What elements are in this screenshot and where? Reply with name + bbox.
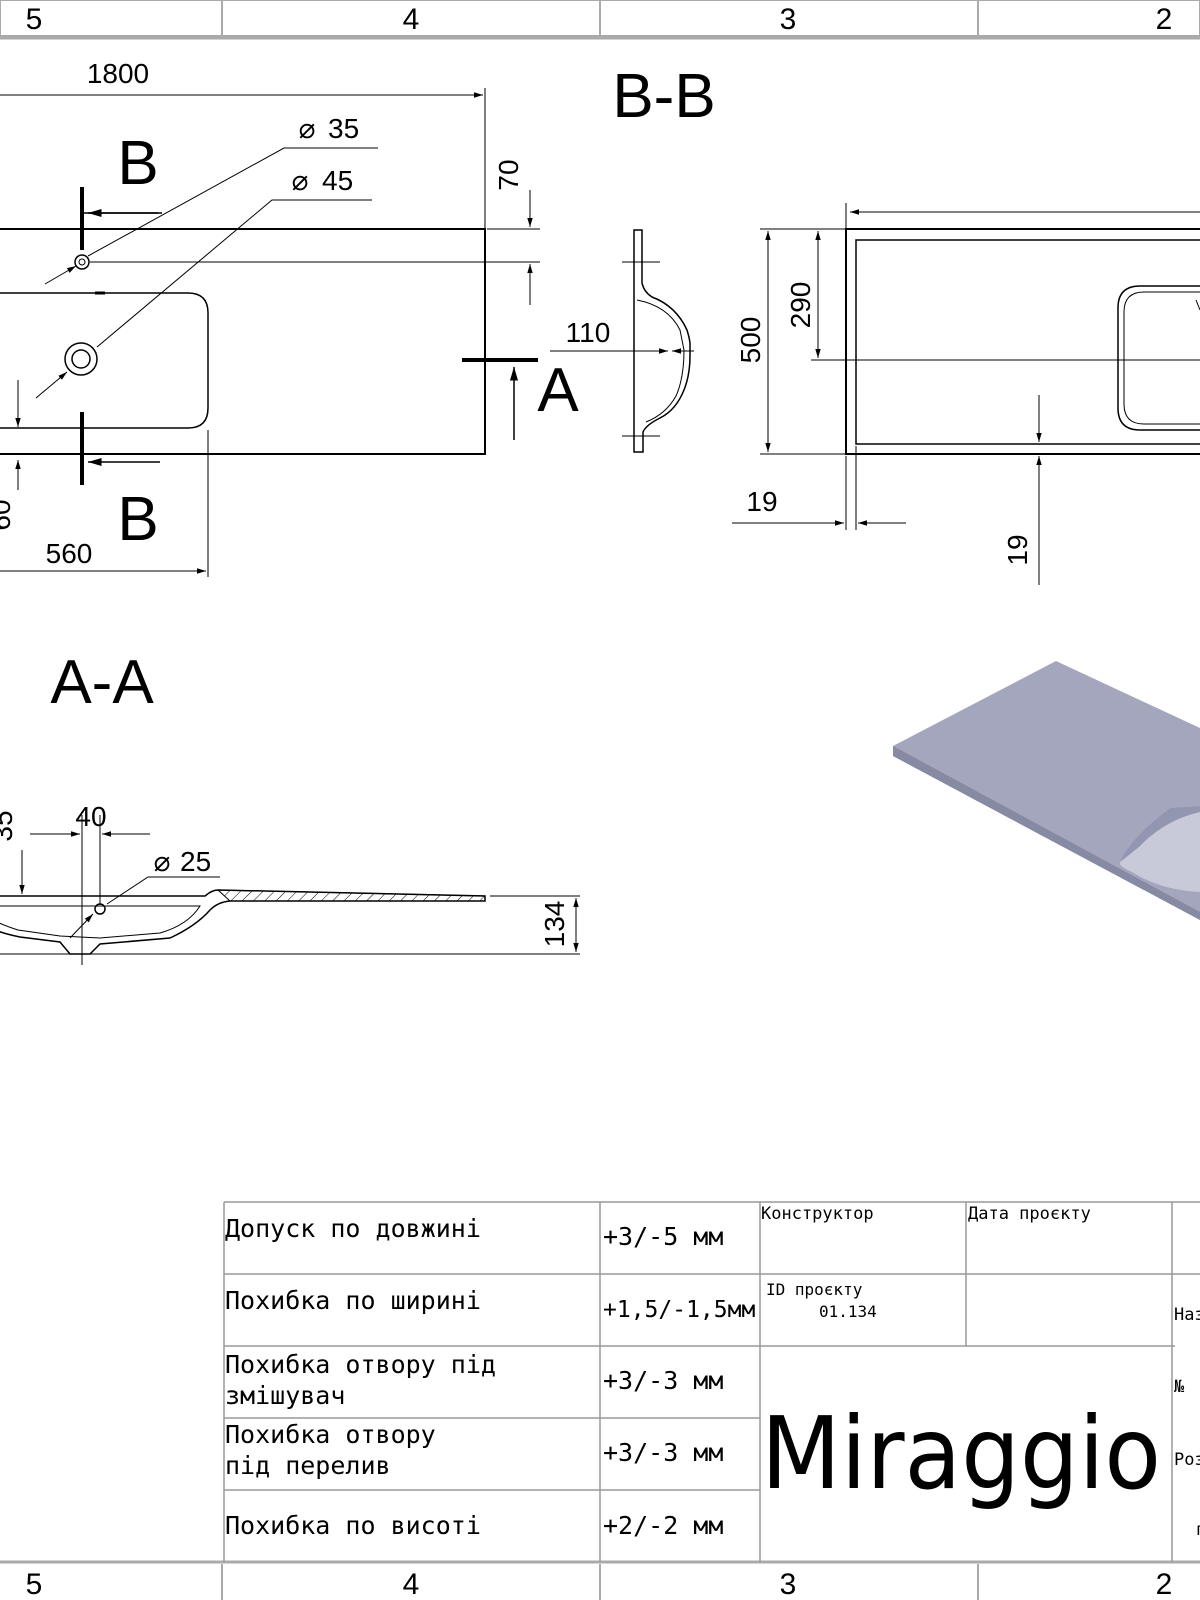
section-mark-a: A bbox=[537, 356, 579, 425]
dimension-110: 110 bbox=[566, 317, 611, 348]
section-bb-view bbox=[732, 203, 1200, 585]
dimension-19-vertical: 19 bbox=[1002, 534, 1033, 565]
zone-number-bottom-5: 5 bbox=[26, 1568, 43, 1600]
dimension-diameter-25: 25 bbox=[180, 846, 211, 877]
title-block-grid bbox=[223, 1201, 1200, 1562]
diameter-symbol-25: ⌀ bbox=[154, 846, 171, 877]
zone-number-top-5: 5 bbox=[26, 3, 43, 36]
tolerance-value-height: +2/-2 мм bbox=[603, 1511, 723, 1540]
tolerance-label-overflow-2: під перелив bbox=[225, 1451, 391, 1480]
zone-number-top-4: 4 bbox=[403, 3, 420, 36]
tolerance-label-mixer-hole-2: змішувач bbox=[225, 1381, 345, 1410]
section-title-aa: A-A bbox=[50, 648, 154, 717]
zone-number-bottom-4: 4 bbox=[403, 1568, 420, 1600]
brand-logo-miraggio: Miraggio bbox=[761, 1395, 1161, 1512]
dimension-40: 40 bbox=[75, 801, 106, 832]
dimension-diameter-35: 35 bbox=[328, 113, 359, 144]
title-name-label-cut: Наз bbox=[1174, 1305, 1200, 1325]
project-id-label: ID проєкту bbox=[766, 1280, 863, 1299]
tolerance-value-length: +3/-5 мм bbox=[603, 1222, 723, 1251]
diameter-symbol-35: ⌀ bbox=[299, 113, 316, 144]
tolerance-label-width: Похибка по ширині bbox=[225, 1286, 481, 1315]
tolerance-label-overflow-1: Похибка отвору bbox=[225, 1420, 436, 1449]
dimension-60-partial: 60 bbox=[0, 499, 16, 530]
dimension-70: 70 bbox=[493, 159, 524, 190]
title-sheet-label-cut: п bbox=[1196, 1520, 1200, 1540]
tolerance-value-mixer-hole: +3/-3 мм bbox=[603, 1366, 723, 1395]
top-view bbox=[0, 88, 540, 577]
dimension-1800: 1800 bbox=[87, 58, 149, 89]
section-aa-view bbox=[0, 815, 580, 965]
title-size-label-cut: Роз bbox=[1174, 1450, 1200, 1470]
designer-label: Конструктор bbox=[761, 1204, 874, 1224]
section-mark-b-top: B bbox=[117, 129, 158, 198]
zone-number-bottom-3: 3 bbox=[780, 1568, 797, 1600]
dimension-diameter-45: 45 bbox=[322, 165, 353, 196]
dimension-500: 500 bbox=[735, 317, 766, 364]
tolerance-label-mixer-hole-1: Похибка отвору під bbox=[225, 1350, 496, 1379]
tolerance-value-overflow: +3/-3 мм bbox=[603, 1438, 723, 1467]
section-mark-b-bottom: B bbox=[117, 485, 158, 554]
zone-number-top-2: 2 bbox=[1156, 3, 1173, 36]
dimension-290: 290 bbox=[785, 282, 816, 329]
diameter-symbol-45: ⌀ bbox=[292, 165, 309, 196]
tolerance-label-length: Допуск по довжині bbox=[225, 1214, 481, 1243]
dimension-35-partial: 35 bbox=[0, 810, 18, 841]
tolerance-label-height: Похибка по висоті bbox=[225, 1511, 481, 1540]
section-title-bb: B-B bbox=[612, 62, 715, 131]
project-id-value: 01.134 bbox=[819, 1302, 877, 1321]
date-label: Дата проєкту bbox=[968, 1204, 1091, 1224]
dimension-560: 560 bbox=[46, 538, 93, 569]
title-number-label-cut: № bbox=[1174, 1377, 1185, 1397]
isometric-render bbox=[893, 661, 1200, 920]
dimension-19-horizontal: 19 bbox=[746, 486, 777, 517]
tolerance-value-width: +1,5/-1,5мм bbox=[603, 1297, 755, 1323]
dimension-134: 134 bbox=[539, 901, 570, 948]
side-profile-view bbox=[550, 229, 694, 453]
zone-number-top-3: 3 bbox=[780, 3, 797, 36]
zone-number-bottom-2: 2 bbox=[1156, 1568, 1173, 1600]
